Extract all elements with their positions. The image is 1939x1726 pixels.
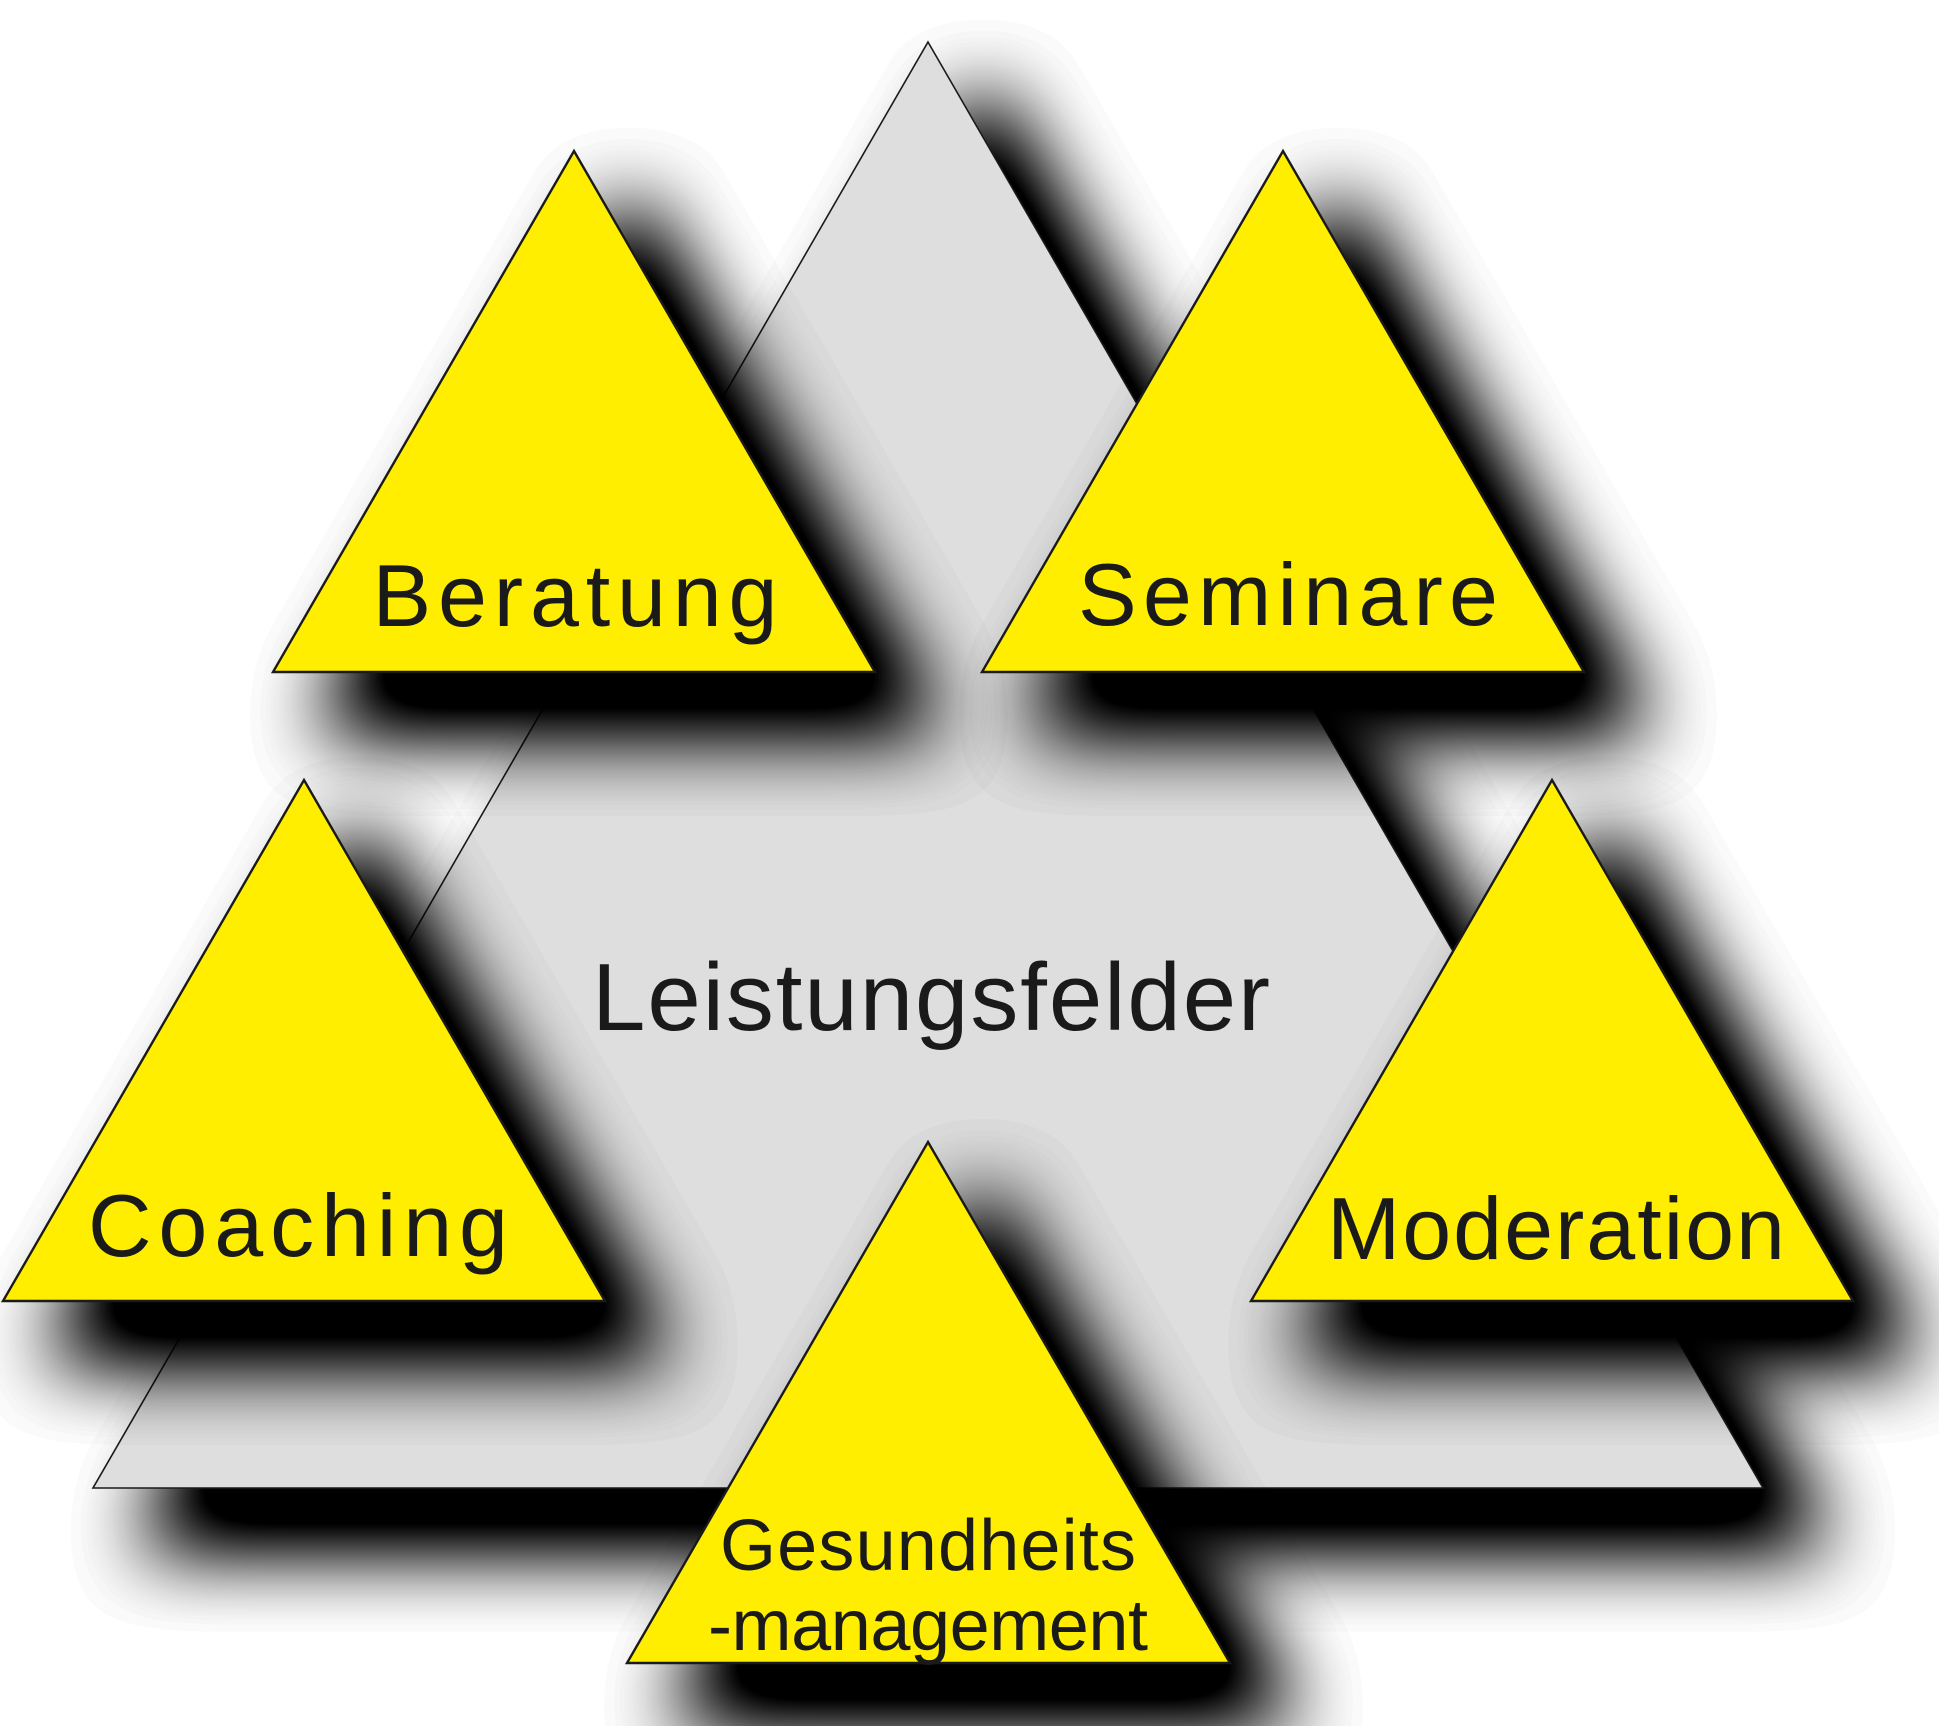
field-triangle-moderation: Moderation — [1248, 777, 1856, 1303]
coaching-label: Coaching — [88, 1176, 508, 1275]
center-triangle-label: Leistungsfelder — [592, 944, 1270, 1051]
moderation-label: Moderation — [1327, 1179, 1785, 1278]
beratung-label: Beratung — [373, 546, 778, 645]
gesundheitsmanagement-label-line2: -management — [708, 1586, 1148, 1666]
field-triangle-seminare: Seminare — [979, 148, 1587, 674]
beratung-triangle — [270, 148, 878, 674]
field-triangle-coaching: Coaching — [0, 777, 608, 1303]
seminare-triangle — [979, 148, 1587, 674]
field-triangle-gesundheitsmanagement: Gesundheits -management — [624, 1139, 1233, 1666]
coaching-triangle — [0, 777, 608, 1303]
field-triangle-beratung: Beratung — [270, 148, 878, 674]
seminare-label: Seminare — [1078, 545, 1498, 644]
gesundheitsmanagement-label-line1: Gesundheits — [720, 1506, 1136, 1586]
moderation-triangle — [1248, 777, 1856, 1303]
gesundheitsmanagement-triangle — [624, 1139, 1233, 1665]
